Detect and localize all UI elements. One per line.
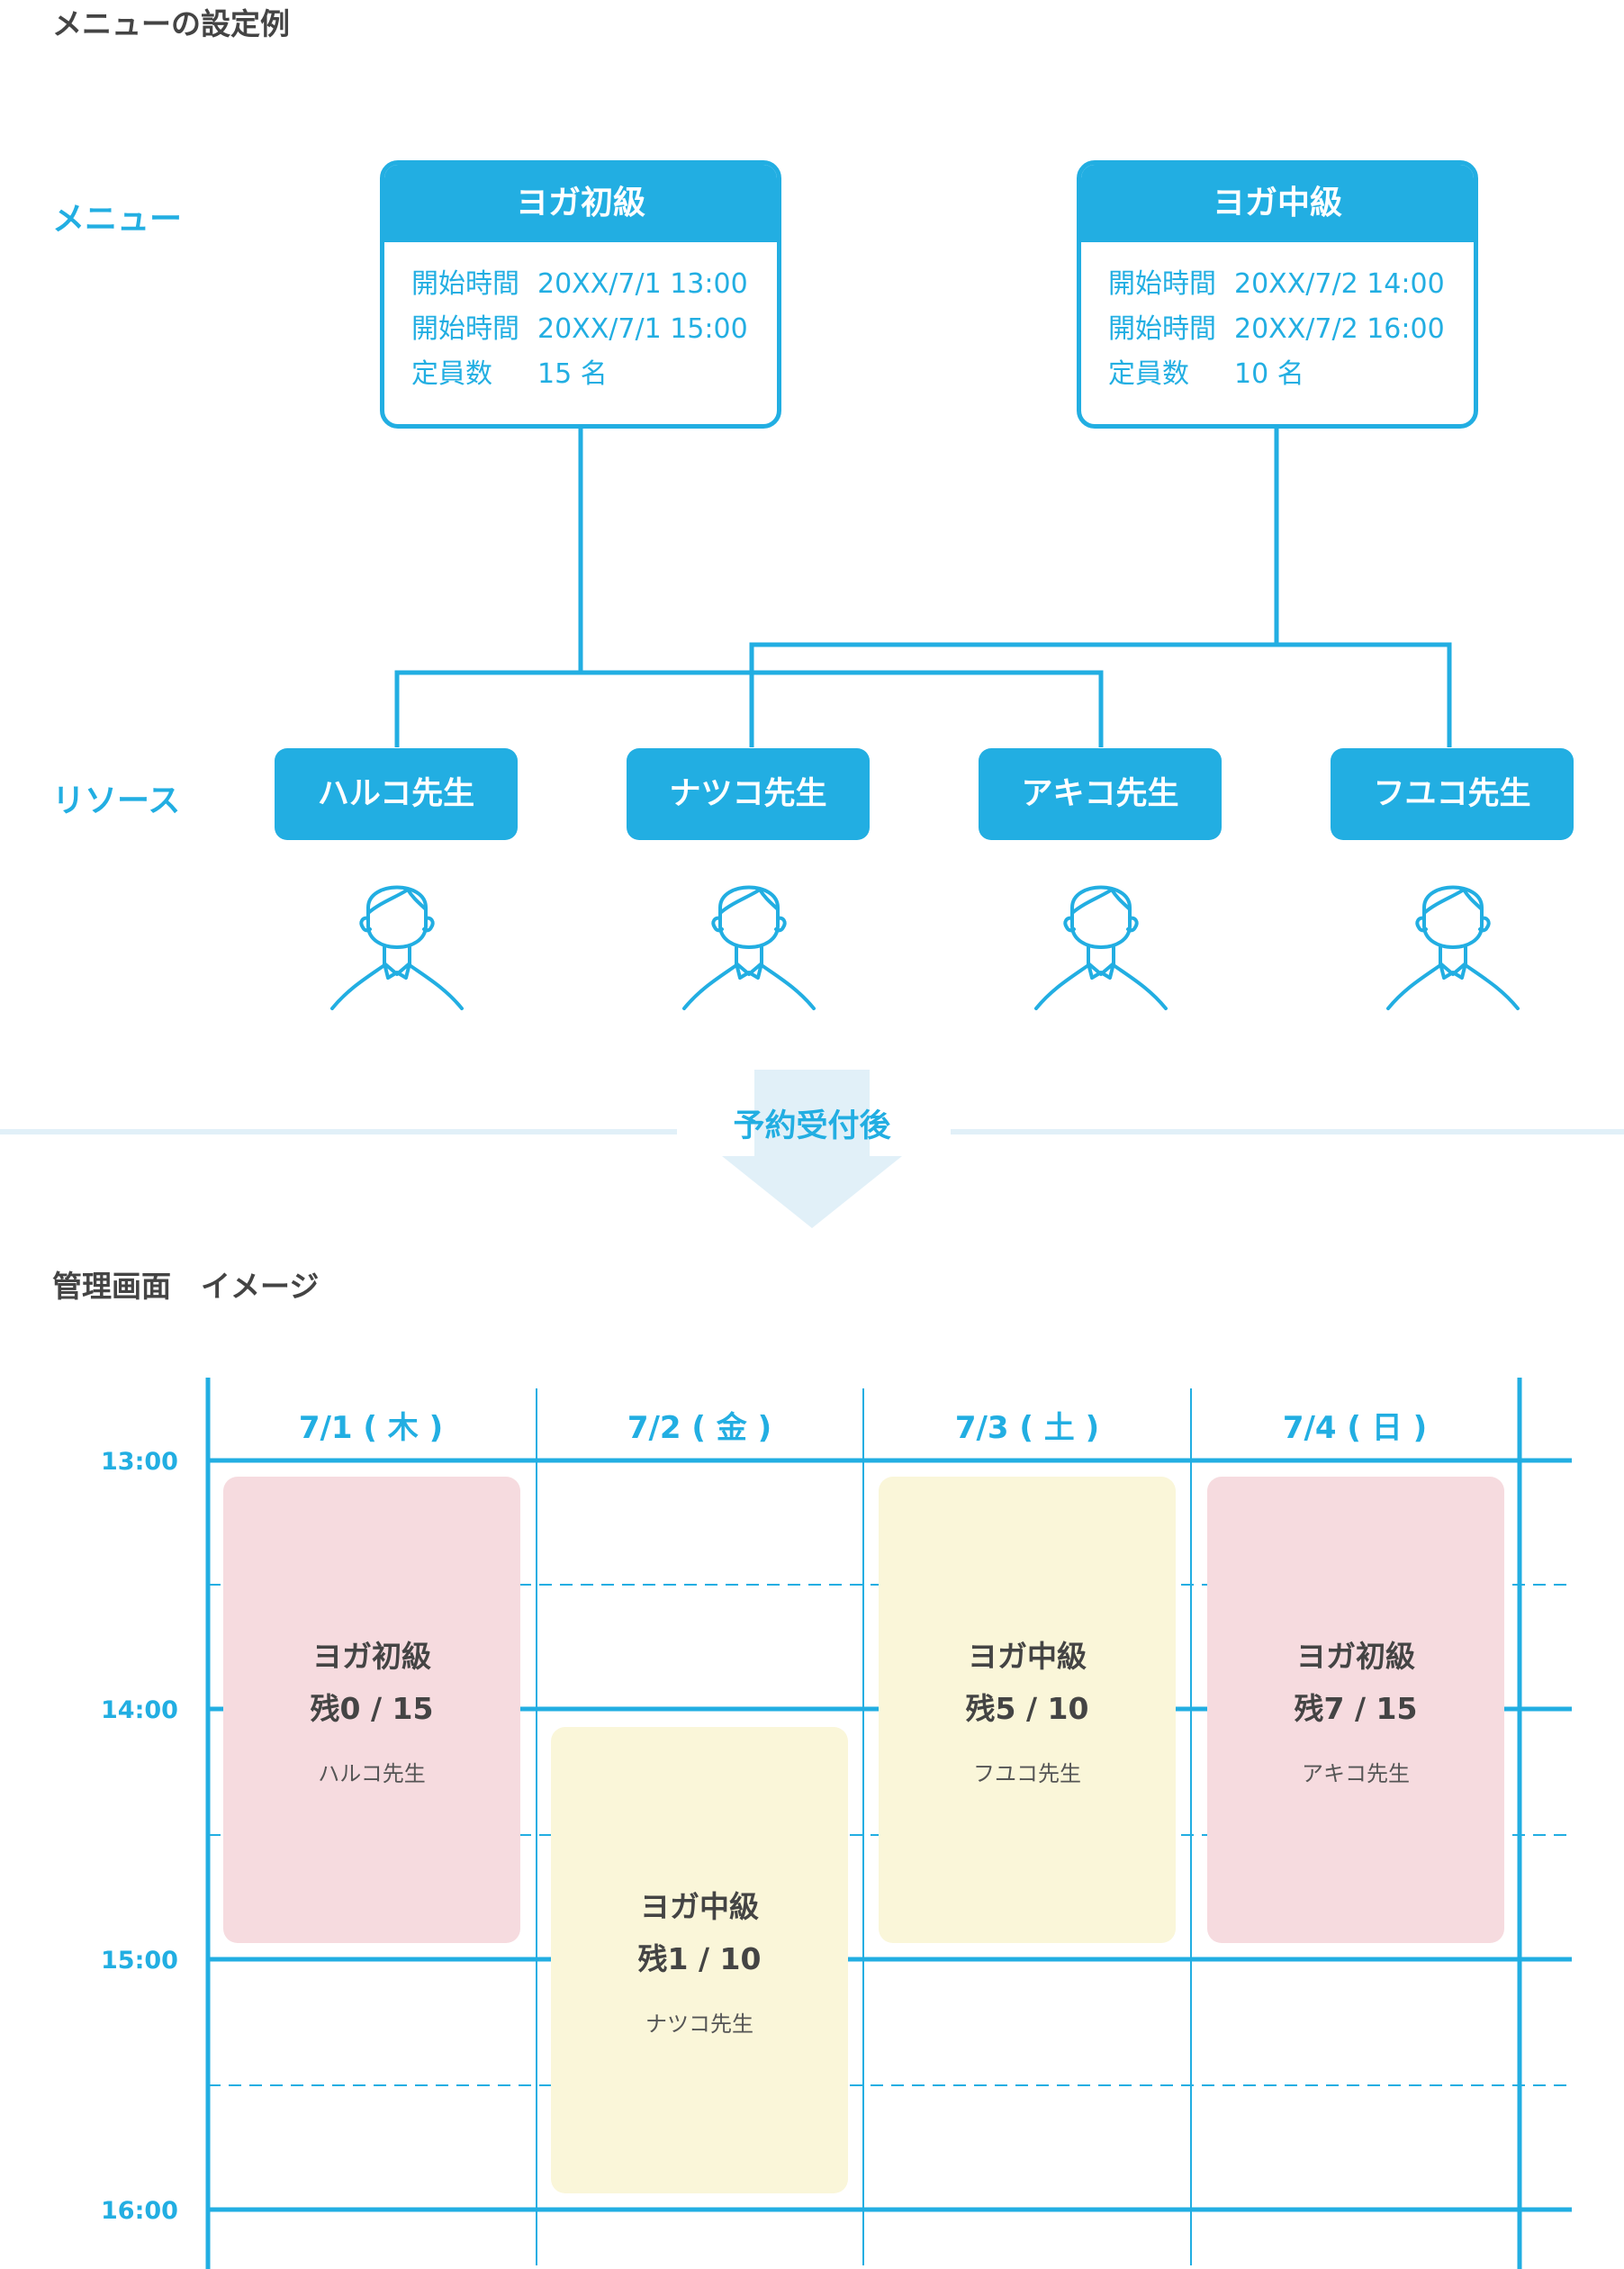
event-remaining: 残1 / 10 [637, 1941, 762, 1976]
down-arrow-icon [722, 1070, 902, 1228]
resource-akiko: アキコ先生 [979, 748, 1222, 840]
event-remaining: 残7 / 15 [1294, 1691, 1418, 1726]
person-icon [1386, 885, 1520, 1010]
event-block[interactable]: ヨガ中級 残5 / 10 フユコ先生 [879, 1477, 1176, 1943]
person-icon [330, 885, 464, 1010]
day-header: 7/2 ( 金 ) [627, 1410, 772, 1446]
event-title: ヨガ中級 [640, 1889, 759, 1924]
admin-image-heading: 管理画面 イメージ [52, 1269, 320, 1304]
event-title: ヨガ中級 [968, 1639, 1087, 1674]
time-label: 14:00 [101, 1696, 178, 1724]
divider-line-right [951, 1129, 1624, 1134]
resource-row-label: リソース [52, 782, 181, 819]
event-block[interactable]: ヨガ中級 残1 / 10 ナツコ先生 [551, 1727, 848, 2193]
menu-card-title: ヨガ初級 [384, 165, 777, 242]
event-block[interactable]: ヨガ初級 残7 / 15 アキコ先生 [1207, 1477, 1504, 1943]
event-remaining: 残5 / 10 [965, 1691, 1089, 1726]
time-label: 16:00 [101, 2197, 178, 2225]
event-teacher: ナツコ先生 [645, 2011, 753, 2037]
resource-haruko: ハルコ先生 [275, 748, 518, 840]
day-header: 7/1 ( 木 ) [298, 1410, 444, 1446]
event-teacher: アキコ先生 [1302, 1761, 1410, 1786]
event-remaining: 残0 / 15 [310, 1691, 434, 1726]
calendar-grid [205, 1378, 1572, 2269]
event-teacher: フユコ先生 [973, 1761, 1081, 1786]
menu-example-heading: メニューの設定例 [52, 6, 290, 41]
day-header: 7/3 ( 土 ) [954, 1410, 1100, 1446]
menu-row-label: メニュー [52, 201, 183, 238]
connector-lines [394, 425, 1452, 747]
divider-line-left [0, 1129, 677, 1134]
resource-fuyuko: フユコ先生 [1331, 748, 1574, 840]
time-label: 15:00 [101, 1947, 178, 1975]
event-teacher: ハルコ先生 [318, 1761, 426, 1786]
person-icon [1034, 885, 1168, 1010]
resource-natsuko: ナツコ先生 [627, 748, 870, 840]
after-reservation-label: 予約受付後 [733, 1108, 891, 1144]
menu-card-title: ヨガ中級 [1081, 165, 1474, 242]
event-title: ヨガ初級 [1296, 1639, 1415, 1674]
time-label: 13:00 [101, 1448, 178, 1476]
event-title: ヨガ初級 [312, 1639, 431, 1674]
person-icon [682, 885, 816, 1010]
event-block[interactable]: ヨガ初級 残0 / 15 ハルコ先生 [223, 1477, 520, 1943]
day-header: 7/4 ( 日 ) [1282, 1410, 1428, 1446]
